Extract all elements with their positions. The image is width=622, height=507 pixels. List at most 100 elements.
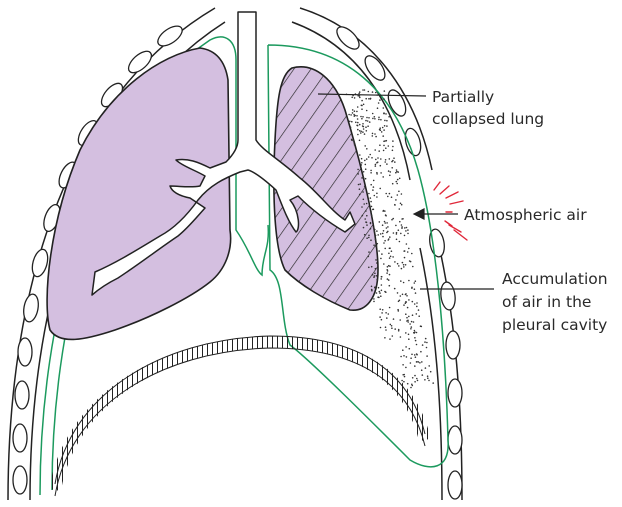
air-dot [402, 294, 404, 296]
air-dot [392, 335, 394, 337]
air-dot [362, 116, 364, 118]
air-dot [391, 167, 393, 169]
air-dot [359, 91, 361, 93]
air-dot [376, 279, 378, 281]
air-dot [372, 113, 374, 115]
air-dot [375, 246, 377, 248]
air-dot [410, 261, 412, 263]
air-dot [380, 327, 382, 329]
air-dot [373, 244, 375, 246]
air-dot [378, 119, 380, 121]
air-dot [389, 236, 391, 238]
air-dot [379, 221, 381, 223]
air-dot [370, 172, 372, 174]
air-dot [375, 259, 377, 261]
air-dot [424, 379, 426, 381]
air-dot [352, 109, 354, 111]
air-dot [350, 129, 352, 131]
air-dot [384, 337, 386, 339]
air-dot [362, 215, 364, 217]
air-dot [403, 264, 405, 266]
air-dot [392, 183, 394, 185]
air-dot [379, 308, 381, 310]
diaphragm [55, 336, 425, 496]
air-dot [379, 188, 381, 190]
air-dot [394, 328, 396, 330]
air-dot [396, 183, 398, 185]
air-dot [399, 221, 401, 223]
air-dot [366, 110, 368, 112]
air-dot [394, 161, 396, 163]
air-dot [364, 218, 366, 220]
air-dot [403, 355, 405, 357]
air-dot [360, 131, 362, 133]
air-dot [385, 326, 387, 328]
air-dot [388, 116, 390, 118]
air-dot [415, 340, 417, 342]
air-dot [403, 381, 405, 383]
air-dot [370, 228, 372, 230]
air-dot [374, 116, 376, 118]
air-dot [366, 203, 368, 205]
air-dot [411, 354, 413, 356]
air-dot [365, 164, 367, 166]
air-dot [401, 224, 403, 226]
air-dot [412, 314, 414, 316]
air-dot [349, 121, 351, 123]
air-dot [386, 269, 388, 271]
air-dot [357, 118, 359, 120]
air-dot [374, 275, 376, 277]
air-dot [366, 224, 368, 226]
air-dot [382, 176, 384, 178]
air-dot [368, 98, 370, 100]
air-dot [380, 295, 382, 297]
air-dot [373, 186, 375, 188]
air-dot [380, 158, 382, 160]
air-dot [378, 102, 380, 104]
air-dot [397, 194, 399, 196]
air-dot [379, 316, 381, 318]
air-dot [351, 97, 353, 99]
air-dot [432, 382, 434, 384]
air-dot [354, 110, 356, 112]
air-dot [377, 260, 379, 262]
air-dot [361, 100, 363, 102]
air-dot [426, 342, 428, 344]
air-dot [407, 320, 409, 322]
air-dot [359, 154, 361, 156]
air-dot [383, 230, 385, 232]
air-dot [379, 99, 381, 101]
air-dot [401, 227, 403, 229]
air-dot [381, 131, 383, 133]
air-dot [383, 98, 385, 100]
air-dot [403, 304, 405, 306]
air-dot [363, 227, 365, 229]
air-dot [404, 227, 406, 229]
air-dot [416, 332, 418, 334]
air-dot [359, 97, 361, 99]
air-dot [359, 194, 361, 196]
air-dot [359, 130, 361, 132]
air-dot [418, 309, 420, 311]
air-dot [397, 179, 399, 181]
air-dot [388, 313, 390, 315]
air-dot [402, 364, 404, 366]
air-dot [363, 171, 365, 173]
air-dot [357, 122, 359, 124]
air-dot [399, 300, 401, 302]
air-dot [416, 302, 418, 304]
air-dot [353, 140, 355, 142]
air-dot [391, 196, 393, 198]
air-dot [396, 181, 398, 183]
air-dot [362, 125, 364, 127]
air-dot [376, 193, 378, 195]
air-dot [396, 233, 398, 235]
air-dot [403, 282, 405, 284]
air-dot [381, 284, 383, 286]
air-dot [382, 309, 384, 311]
air-dot [398, 265, 400, 267]
air-dot [401, 268, 403, 270]
air-dot [367, 125, 369, 127]
air-dot [373, 180, 375, 182]
air-dot [415, 280, 417, 282]
